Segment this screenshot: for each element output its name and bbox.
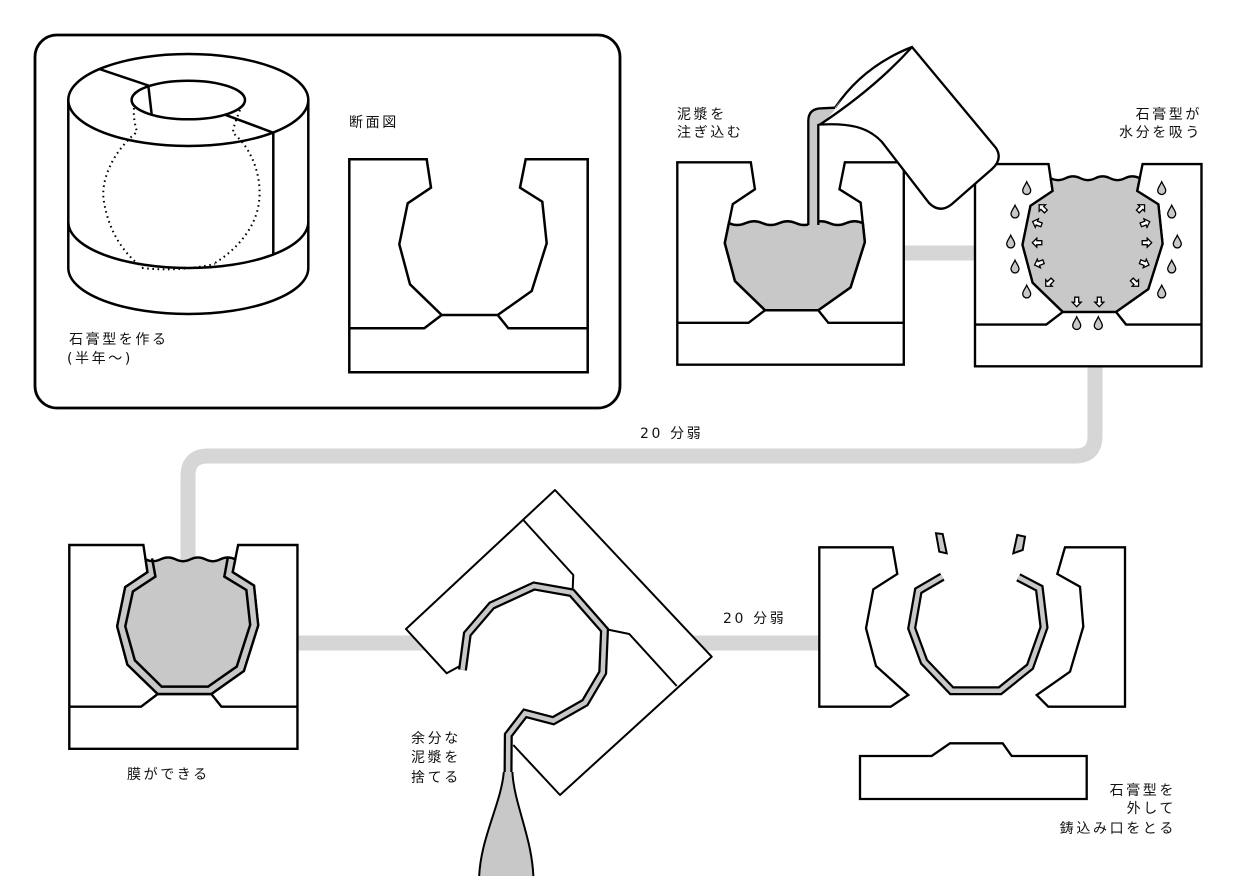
water-drop-icon bbox=[1022, 283, 1032, 299]
mold-absorbing bbox=[973, 162, 1203, 368]
hidden-vessel-outline-left bbox=[102, 107, 143, 268]
step-4-caption: 膜ができる bbox=[127, 767, 210, 783]
outward-arrow-icon bbox=[1031, 236, 1043, 249]
step-make-mold-panel: 石膏型を作る (半年～) 断面図 bbox=[33, 33, 622, 410]
water-drop-icon bbox=[1167, 203, 1177, 219]
clay-film bbox=[460, 583, 607, 778]
duration-label-1: 20 分弱 bbox=[640, 426, 703, 442]
step-film-forms: 膜ができる bbox=[68, 543, 299, 783]
slip-stream bbox=[808, 99, 841, 226]
water-drop-icon bbox=[1072, 315, 1082, 331]
hidden-vessel-outline-bottom bbox=[141, 263, 216, 271]
cylinder-left-split-line bbox=[98, 67, 153, 115]
water-drop-icon bbox=[1172, 233, 1182, 249]
absorption-arrows bbox=[1031, 204, 1153, 308]
duration-label-2: 20 分弱 bbox=[723, 611, 786, 627]
connector-absorb-to-film bbox=[180, 362, 1103, 575]
water-drop-icon bbox=[1010, 258, 1020, 274]
slip-pouring-out bbox=[479, 772, 534, 876]
slip-fill bbox=[115, 556, 260, 696]
tilted-mold-fill bbox=[406, 490, 712, 795]
step-5-caption-line-1: 余分な bbox=[411, 730, 461, 747]
step-1-caption-line-2: (半年～) bbox=[67, 351, 133, 367]
slip-pool bbox=[725, 221, 865, 310]
mold-right-half bbox=[1034, 546, 1127, 708]
outward-arrow-icon bbox=[1138, 257, 1150, 269]
mold-with-film bbox=[68, 543, 299, 751]
outward-arrow-icon bbox=[1031, 217, 1044, 230]
pitcher-rim-line bbox=[819, 46, 913, 126]
slip-pitcher bbox=[807, 45, 1000, 226]
outward-arrow-icon bbox=[1135, 204, 1146, 214]
step-2-caption-line-1: 泥漿を bbox=[677, 107, 727, 123]
step-1-caption-line-1: 石膏型を作る bbox=[69, 331, 169, 348]
step-discard-slip: 余分な 泥漿を 捨てる bbox=[405, 489, 713, 876]
plaster-mold-cylinder-illustration bbox=[67, 52, 310, 316]
clay-film-inner-line bbox=[125, 558, 250, 686]
outward-arrow-icon bbox=[1045, 277, 1055, 287]
sprue-fragment-right bbox=[1011, 533, 1027, 555]
step-6-caption-line-1: 石膏型を bbox=[1110, 782, 1176, 799]
slip-stream-right-edge bbox=[817, 123, 821, 225]
outward-arrow-icon bbox=[1070, 296, 1083, 308]
step-2-caption-line-2: 注ぎ込む bbox=[677, 125, 743, 141]
hidden-vessel-outline-right bbox=[214, 109, 261, 264]
cylinder-right-split-line bbox=[224, 113, 275, 255]
tilted-mold-outline bbox=[405, 489, 713, 796]
mold-cross-section bbox=[348, 158, 589, 374]
water-droplets bbox=[1006, 180, 1182, 331]
step-5-caption-line-2: 泥漿を bbox=[411, 750, 461, 766]
water-drop-icon bbox=[1157, 283, 1167, 299]
water-drop-icon bbox=[1157, 180, 1167, 196]
step-mold-absorbs-water: 石膏型が 水分を吸う bbox=[973, 106, 1203, 368]
greenware-vessel bbox=[909, 574, 1047, 693]
tilted-mold-split-line bbox=[522, 519, 575, 589]
slip-fill bbox=[1021, 175, 1164, 314]
cylinder-band-seam bbox=[67, 221, 310, 270]
step-pour-slip: 泥漿を 注ぎ込む bbox=[676, 107, 905, 366]
outward-arrow-icon bbox=[1033, 257, 1046, 269]
cylinder-body bbox=[67, 98, 310, 316]
water-drop-icon bbox=[1022, 180, 1032, 196]
outward-arrow-icon bbox=[1139, 217, 1151, 230]
step-6-caption-line-3: 鋳込み口をとる bbox=[1060, 820, 1176, 837]
step-5-caption-line-3: 捨てる bbox=[411, 769, 461, 786]
tilted-mold-base-line bbox=[604, 628, 678, 687]
pitcher-outline bbox=[819, 45, 1000, 210]
panel-frame bbox=[33, 33, 622, 410]
outward-arrow-icon bbox=[1038, 204, 1049, 214]
cross-section-label: 断面図 bbox=[349, 115, 399, 131]
outward-arrow-icon bbox=[1129, 277, 1140, 287]
mold-base-piece bbox=[858, 742, 1088, 801]
cylinder-pour-hole bbox=[130, 79, 247, 121]
step-3-caption-line-1: 石膏型が bbox=[1136, 106, 1202, 123]
mold-left-half bbox=[818, 546, 911, 708]
slip-stream-left-edge bbox=[807, 106, 836, 225]
step-3-caption-line-2: 水分を吸う bbox=[1119, 125, 1202, 141]
mold-filling bbox=[676, 161, 905, 366]
water-drop-icon bbox=[1006, 233, 1016, 249]
step-remove-mold: 石膏型を 外して 鋳込み口をとる bbox=[818, 532, 1176, 837]
water-drop-icon bbox=[1010, 203, 1020, 219]
pitcher-body-fill bbox=[820, 47, 999, 209]
outward-arrow-icon bbox=[1093, 296, 1106, 308]
slip-pouring-out-outline bbox=[478, 771, 535, 876]
water-drop-icon bbox=[1093, 315, 1103, 331]
mold-body bbox=[348, 158, 589, 374]
outward-arrow-icon bbox=[1141, 236, 1153, 249]
step-6-caption-line-2: 外して bbox=[1127, 801, 1176, 817]
water-drop-icon bbox=[1167, 258, 1177, 274]
sprue-fragment-left bbox=[934, 532, 948, 555]
